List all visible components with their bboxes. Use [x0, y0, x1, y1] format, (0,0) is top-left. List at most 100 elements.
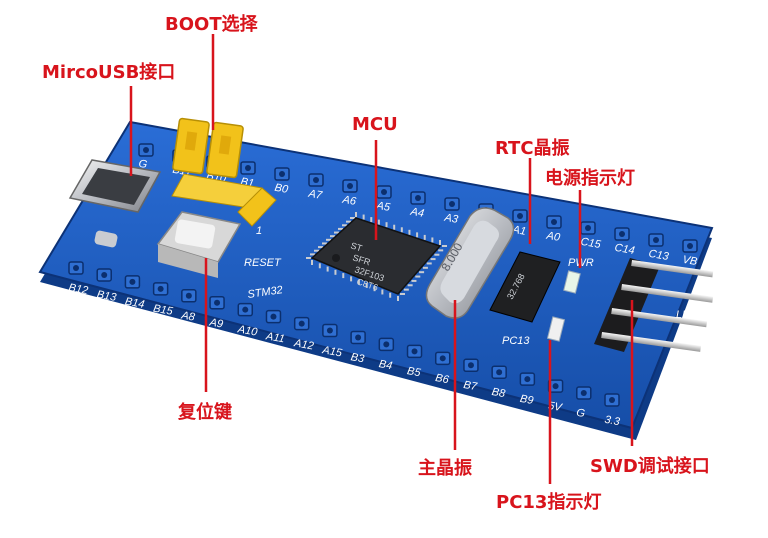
mcu-pin [342, 224, 347, 227]
bottom-pin-hole-center [214, 299, 221, 306]
top-pin-hole-center [551, 219, 557, 225]
bottom-pin-label-B13: B13 [96, 289, 118, 304]
top-pin-label-A7: A7 [307, 188, 324, 202]
bottom-pin-hole-center [129, 278, 136, 285]
top-pin-hole-center [143, 147, 149, 153]
mcu-pin [430, 258, 436, 261]
bottom-pin-hole-center [101, 271, 108, 278]
bottom-pin-hole-center [242, 306, 249, 313]
mcu-pin [422, 266, 428, 269]
bottom-pin-hole-center [439, 355, 446, 362]
mcu-pin [416, 232, 419, 238]
top-pin-hole-center [313, 177, 319, 183]
mcu-pin [311, 260, 313, 265]
mcu-chip: ST SFR 32F103 C8T6 [306, 212, 447, 301]
top-pin-hole-center [415, 195, 421, 201]
swd-header[interactable] [594, 258, 714, 352]
reset-button[interactable] [156, 211, 242, 278]
bottom-pin-label-A8: A8 [179, 309, 196, 323]
top-pin-label-A5: A5 [375, 200, 392, 214]
bottom-pin-label-B5: B5 [406, 365, 422, 379]
top-pin-hole-center [279, 171, 285, 177]
mcu-pin [403, 288, 409, 291]
label-boot: BOOT选择 [165, 14, 258, 35]
top-pin-label-C14: C14 [614, 242, 636, 257]
bottom-pin-label-A10: A10 [236, 323, 259, 339]
bottom-pin-label-B4: B4 [378, 358, 393, 372]
mcu-pin [314, 249, 319, 252]
bottom-pin-hole-center [157, 285, 164, 292]
bottom-pin-label-B15: B15 [152, 303, 174, 318]
label-mcu: MCU [352, 114, 398, 135]
top-pin-label-A1: A1 [511, 224, 527, 238]
mcu-pin [370, 217, 373, 223]
mcu-pin [310, 253, 315, 256]
label-reset-key: 复位键 [178, 402, 232, 423]
bottom-pin-label-A9: A9 [208, 316, 224, 330]
mcu-pin [357, 279, 360, 285]
top-pin-label-VB: VB [682, 254, 699, 268]
bottom-pin-hole-center [185, 292, 192, 299]
bottom-pin-label-A11: A11 [264, 330, 286, 345]
bottom-pin-hole-center [411, 348, 418, 355]
top-pin-label-G: G [138, 158, 149, 171]
mcu-pin [355, 212, 357, 217]
mcu-pin [350, 276, 353, 282]
bottom-pin-hole-center [355, 334, 362, 341]
bottom-pin-hole-center [580, 390, 587, 397]
mcu-pin [423, 234, 426, 240]
pc13-led [546, 316, 566, 342]
mcu-pin [338, 227, 343, 230]
top-pin-label-B0: B0 [274, 182, 290, 196]
bottom-pin-holes [68, 261, 620, 407]
label-power-led: 电源指示灯 [545, 168, 635, 189]
bottom-pin-label-A12: A12 [292, 337, 314, 352]
bottom-pin-label-G: G [575, 407, 586, 420]
mcu-pin [385, 222, 388, 228]
bottom-pin-hole-center [270, 313, 277, 320]
label-micro-usb: MircoUSB接口 [42, 62, 176, 83]
pc13-text: PC13 [502, 335, 530, 347]
label-rtc: RTC晶振 [495, 138, 570, 159]
mcu-pin [431, 237, 434, 243]
top-pin-hole-center [449, 201, 455, 207]
label-pc13-led: PC13指示灯 [496, 492, 602, 513]
bottom-pin-hole-center [298, 320, 305, 327]
mcu-pin [365, 282, 368, 288]
mcu-pin [377, 219, 380, 225]
mcu-pin [334, 231, 339, 234]
mcu-marking-0: ST [349, 240, 364, 253]
label-main-crystal: 主晶振 [418, 458, 472, 479]
bottom-pin-label-B3: B3 [350, 351, 366, 365]
bottom-pin-label-B8: B8 [491, 386, 507, 400]
mcu-pin [318, 263, 321, 269]
mcu-pin [389, 292, 392, 298]
mcu-pin [326, 266, 329, 272]
reset-silk: RESET [244, 257, 282, 269]
stm32-silk: STM32 [247, 284, 284, 301]
bottom-pin-label-B14: B14 [124, 296, 145, 311]
top-pin-label-A6: A6 [341, 194, 358, 208]
bottom-pin-hole-center [524, 376, 531, 383]
mcu-pin [322, 242, 327, 245]
top-pin-hole-center [585, 225, 591, 231]
bottom-pin-label-B7: B7 [463, 379, 479, 393]
mcu-pin [346, 220, 351, 223]
mcu-pin [426, 262, 432, 265]
top-pin-label-A0: A0 [545, 230, 562, 244]
boot-jumpers[interactable] [171, 117, 277, 227]
mcu-pin [306, 257, 311, 259]
top-pin-label-C15: C15 [580, 236, 603, 251]
bottom-pin-hole-center [326, 327, 333, 334]
mcu-pin [381, 289, 384, 295]
mcu-pin [326, 238, 331, 241]
mcu-pin [439, 240, 441, 245]
bottom-pin-hole-center [552, 383, 559, 390]
mcu-pin [350, 217, 355, 219]
mcu-pin [434, 253, 440, 256]
bottom-pin-label-A15: A15 [321, 344, 344, 360]
mcu-pin [330, 235, 335, 238]
mcu-pin [400, 227, 403, 233]
top-pin-hole-center [687, 243, 693, 249]
